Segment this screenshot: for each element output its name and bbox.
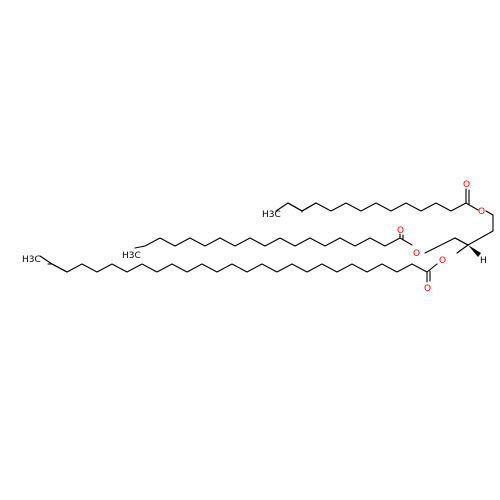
glycerol-backbone — [424, 214, 494, 254]
chain-3-backbone — [51, 263, 438, 273]
atom-labels: O O O O O O H H3C H3C H3C — [22, 180, 487, 294]
glycerol-ch2-o-link — [454, 237, 469, 246]
bond-lines — [39, 188, 494, 283]
mid-c-to-o — [456, 244, 469, 254]
stereo-wedge-bond — [468, 245, 481, 257]
ester-oxygen-2: O — [413, 249, 420, 259]
chain-2-backbone — [134, 237, 413, 249]
chain-1-backbone — [287, 202, 479, 212]
carbonyl-oxygen-1: O — [463, 180, 470, 190]
chain-2-terminal-methyl: H3C — [122, 251, 141, 261]
carbonyl-oxygen-2: O — [397, 226, 404, 236]
chain-1-terminal-methyl: H3C — [262, 210, 281, 220]
top-ch2-to-o — [485, 210, 494, 216]
chain-3-terminal-methyl: H3C — [22, 255, 41, 265]
carbonyl-oxygen-3: O — [424, 284, 431, 294]
ester-oxygen-3: O — [439, 256, 446, 266]
chain-1-branch — [301, 202, 317, 212]
chain-1-ethyl — [275, 202, 303, 212]
chain-3-ethyl — [39, 255, 68, 273]
ester-oxygen-1: O — [478, 207, 485, 217]
stereo-hydrogen: H — [480, 256, 487, 266]
